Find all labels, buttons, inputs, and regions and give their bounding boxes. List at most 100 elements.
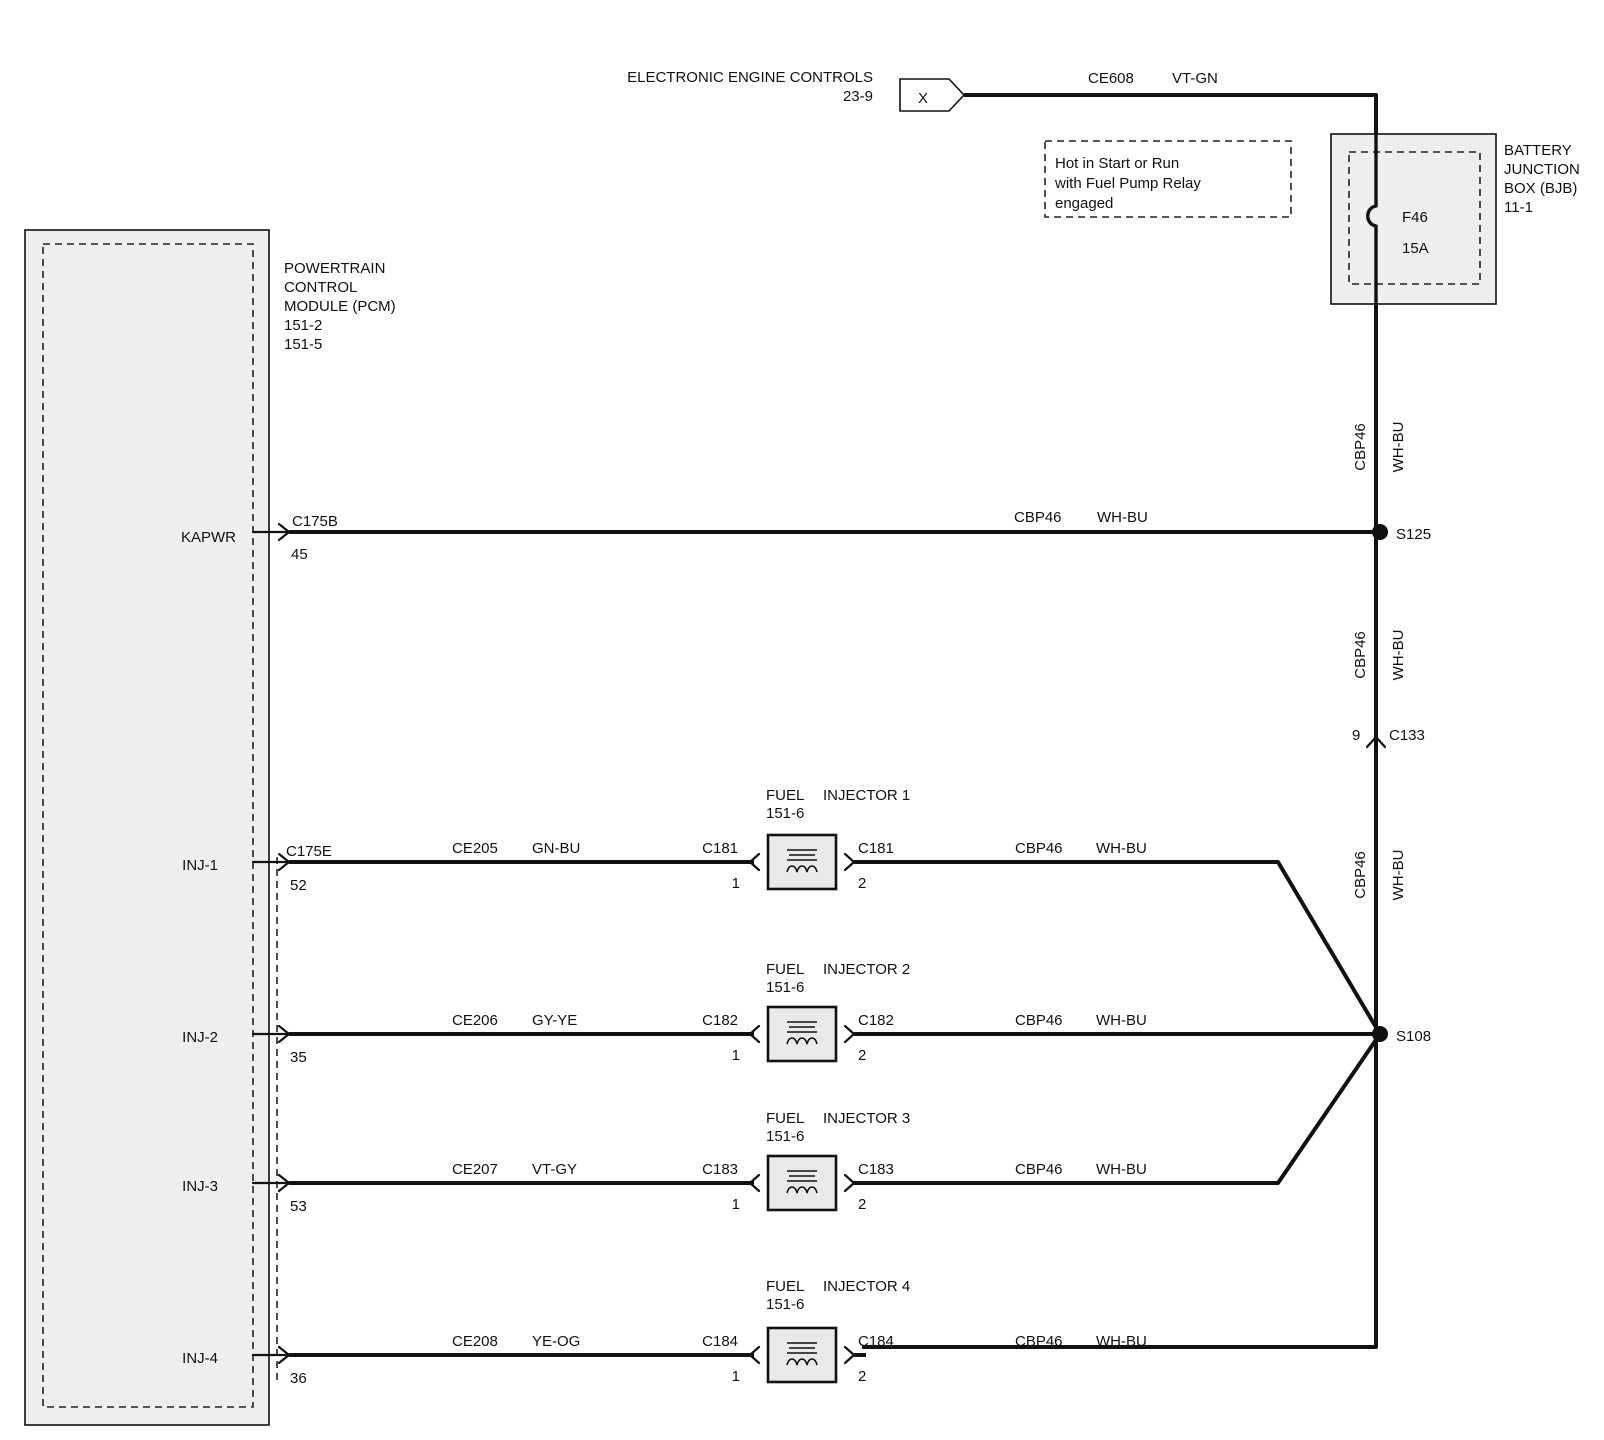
top-wire: [964, 93, 1378, 134]
hot-note-box: [1044, 140, 1292, 218]
svg-text:WH-BU: WH-BU: [1390, 850, 1407, 901]
output-color-inj-3: WH-BU: [1096, 1161, 1147, 1178]
fuse-rating: 15A: [1402, 240, 1429, 257]
pcm-title-5: 151-5: [284, 336, 322, 353]
output-color-inj-4: WH-BU: [1096, 1333, 1147, 1350]
connector-out-inj-4: C184: [858, 1333, 894, 1350]
injector-coil-icon: [786, 1342, 818, 1366]
pcm-pin-inj-3: 53: [290, 1198, 307, 1215]
bjb-title-3: BOX (BJB): [1504, 180, 1577, 197]
splice-s125: [1372, 524, 1388, 540]
input-circuit-inj-3: CE207: [452, 1161, 498, 1178]
svg-text:CBP46: CBP46: [1352, 423, 1369, 471]
svg-text:WH-BU: WH-BU: [1390, 422, 1407, 473]
pcm-title-4: 151-2: [284, 317, 322, 334]
pin-in-inj-3: 1: [732, 1196, 740, 1213]
c133-connector-icon: [1365, 735, 1387, 749]
injector-coil-icon: [786, 1021, 818, 1045]
bjb-inner-dashed: [1348, 151, 1481, 285]
pin-out-inj-3: 2: [858, 1196, 866, 1213]
connector-in-inj-2: C182: [702, 1012, 738, 1029]
injector-name-b-2: INJECTOR 2: [823, 961, 910, 978]
top-wire-color: VT-GN: [1172, 70, 1218, 87]
injector-name-a-1: FUEL: [766, 787, 804, 804]
injector-page-1: 151-6: [766, 805, 804, 822]
pin-in-inj-4: 1: [732, 1368, 740, 1385]
injector-name-a-2: FUEL: [766, 961, 804, 978]
vertical-label-lower-color: WH-BU: [1390, 850, 1407, 901]
kapwr-pin-label: KAPWR: [181, 529, 236, 546]
output-color-inj-2: WH-BU: [1096, 1012, 1147, 1029]
connector-in-inj-4: C184: [702, 1333, 738, 1350]
pcm-pin-label-inj-4: INJ-4: [182, 1350, 218, 1367]
bjb-box: [1330, 133, 1497, 305]
fuel-injector-3-box[interactable]: [766, 1154, 838, 1212]
output-circuit-inj-3: CBP46: [1015, 1161, 1063, 1178]
input-color-inj-4: YE-OG: [532, 1333, 580, 1350]
svg-text:CBP46: CBP46: [1352, 631, 1369, 679]
output-circuit-inj-4: CBP46: [1015, 1333, 1063, 1350]
pcm-pin-inj-1: 52: [290, 877, 307, 894]
hot-note-line-3: engaged: [1055, 195, 1113, 212]
pcm-inner-dashed: [42, 243, 254, 1408]
input-circuit-inj-4: CE208: [452, 1333, 498, 1350]
pcm-pin-label-inj-3: INJ-3: [182, 1178, 218, 1195]
hot-note-line-1: Hot in Start or Run: [1055, 155, 1179, 172]
eec-connector-flag[interactable]: [899, 78, 966, 112]
connector-arrow-out-inj-4: [843, 1345, 856, 1365]
fuel-injector-4-box[interactable]: [766, 1326, 838, 1384]
injector-name-b-3: INJECTOR 3: [823, 1110, 910, 1127]
pin-in-inj-1: 1: [732, 875, 740, 892]
pcm-title-1: POWERTRAIN: [284, 260, 385, 277]
input-color-inj-3: VT-GY: [532, 1161, 577, 1178]
svg-text:WH-BU: WH-BU: [1390, 630, 1407, 681]
output-color-inj-1: WH-BU: [1096, 840, 1147, 857]
pcm-pin-label-inj-2: INJ-2: [182, 1029, 218, 1046]
pin-out-inj-1: 2: [858, 875, 866, 892]
connector-arrow-out-inj-2: [843, 1024, 856, 1044]
pin-in-inj-2: 1: [732, 1047, 740, 1064]
connector-arrow-in-inj-3: [748, 1173, 761, 1193]
fuel-injector-2-box[interactable]: [766, 1005, 838, 1063]
vertical-label-middle: CBP46: [1352, 631, 1369, 679]
fuel-injector-1-box[interactable]: [766, 833, 838, 891]
kapwr-circuit: CBP46: [1014, 509, 1062, 526]
vertical-label-middle-color: WH-BU: [1390, 630, 1407, 681]
connector-arrow-in-inj-1: [748, 852, 761, 872]
injector-page-2: 151-6: [766, 979, 804, 996]
kapwr-connector: C175B: [292, 513, 338, 530]
top-wire-circuit: CE608: [1088, 70, 1134, 87]
vertical-label-upper-color: WH-BU: [1390, 422, 1407, 473]
injector-coil-icon: [786, 1170, 818, 1194]
injector-page-3: 151-6: [766, 1128, 804, 1145]
eec-label: ELECTRONIC ENGINE CONTROLS: [627, 69, 873, 86]
pcm-pin-inj-2: 35: [290, 1049, 307, 1066]
eec-page: 23-9: [843, 88, 873, 105]
connector-out-inj-3: C183: [858, 1161, 894, 1178]
input-circuit-inj-1: CE205: [452, 840, 498, 857]
pin-out-inj-4: 2: [858, 1368, 866, 1385]
pcm-box: [24, 229, 270, 1426]
vertical-bus: [862, 304, 1378, 1349]
injector-coil-icon: [786, 849, 818, 873]
vertical-label-lower: CBP46: [1352, 851, 1369, 899]
c133-pin: 9: [1352, 727, 1360, 744]
output-circuit-inj-2: CBP46: [1015, 1012, 1063, 1029]
connector-in-inj-3: C183: [702, 1161, 738, 1178]
kapwr-pin: 45: [291, 546, 308, 563]
connector-arrow-in-inj-2: [748, 1024, 761, 1044]
splice-s108: [1372, 1026, 1388, 1042]
connector-arrow-in-inj-4: [748, 1345, 761, 1365]
fuse-label: F46: [1402, 209, 1428, 226]
injector-name-a-4: FUEL: [766, 1278, 804, 1295]
connector-arrow-out-inj-3: [843, 1173, 856, 1193]
splice-s108-label: S108: [1396, 1028, 1431, 1045]
pcm-connector-inj-1: C175E: [286, 843, 332, 860]
bjb-title-2: JUNCTION: [1504, 161, 1580, 178]
